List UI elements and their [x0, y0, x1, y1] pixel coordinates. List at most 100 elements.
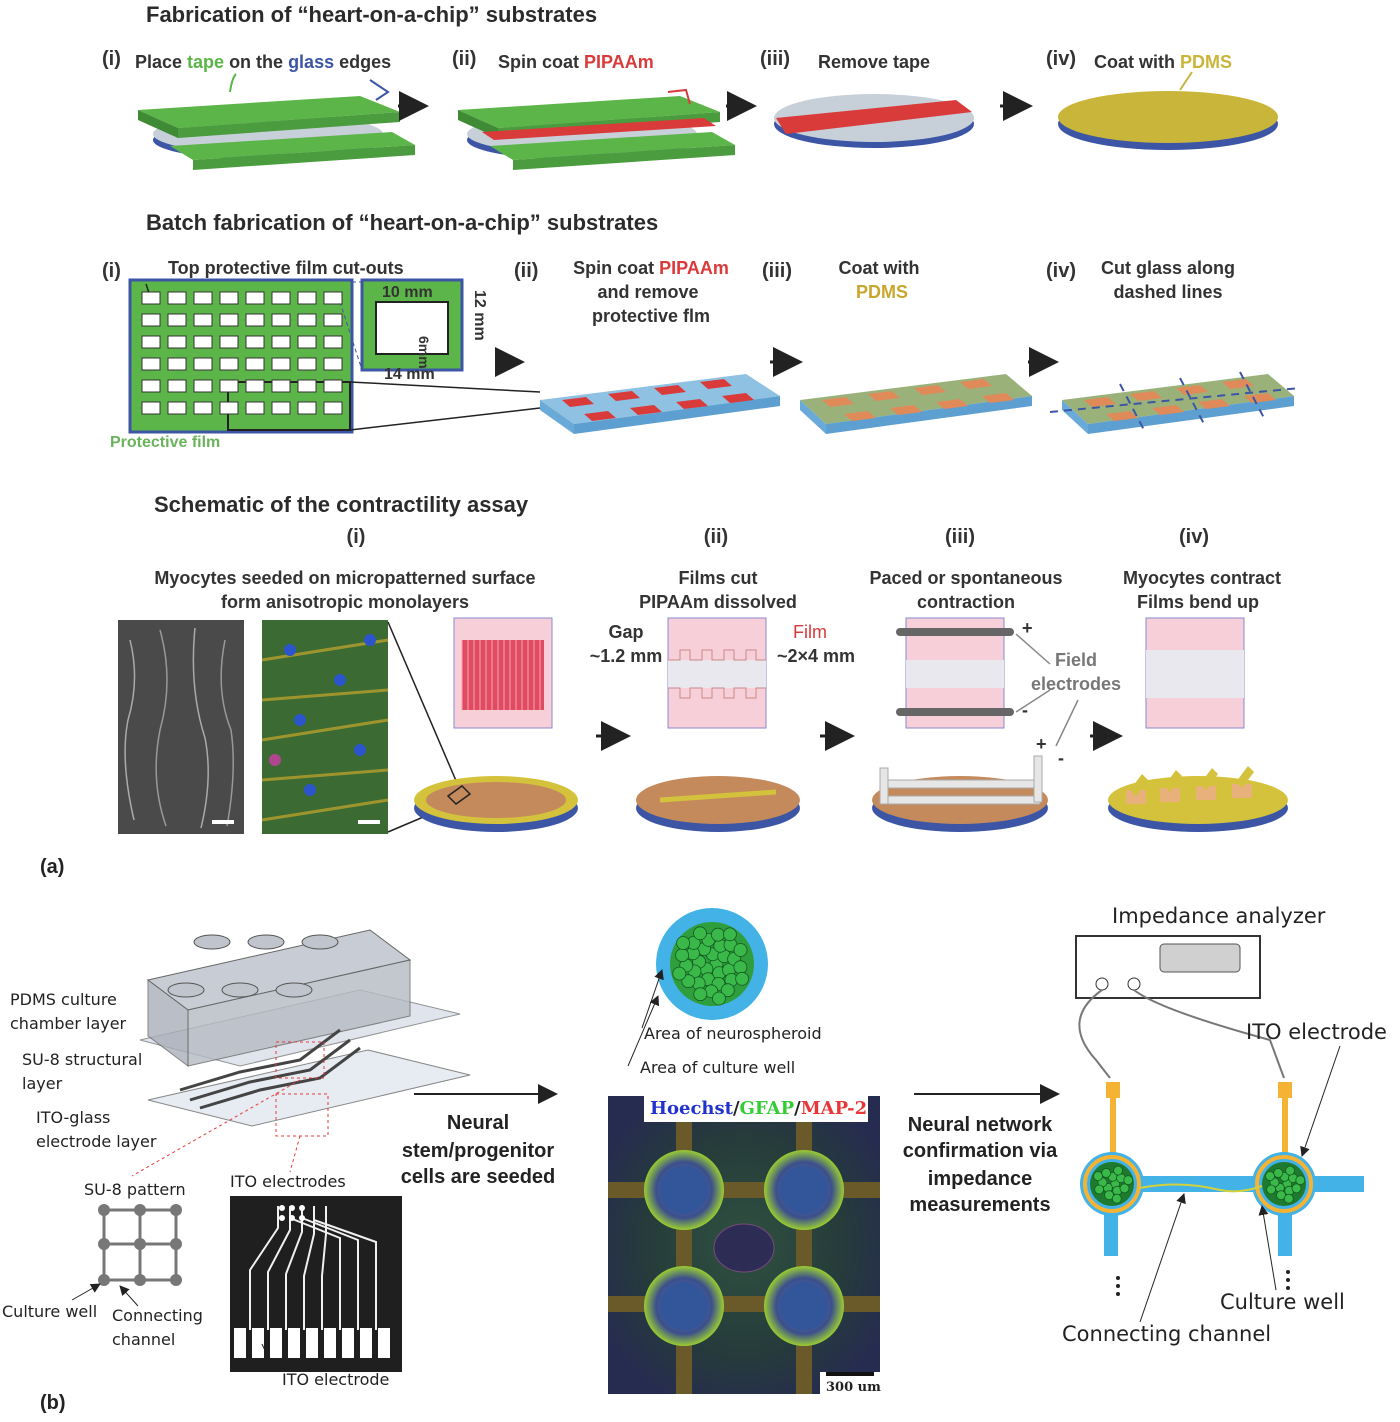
row2-film-grid — [128, 278, 541, 434]
row1-step3-number: (iii) — [760, 48, 790, 70]
row3-step1-line1: Myocytes seeded on micropatterned surfac… — [154, 568, 536, 588]
cell-blob — [693, 926, 707, 941]
cutout-cell — [271, 313, 291, 327]
protective-film-label: Protective film — [110, 434, 221, 451]
row3-step2-line1: Films cut — [678, 568, 758, 588]
cell-blob — [1265, 1171, 1275, 1181]
cutout-cell — [193, 313, 213, 327]
cutouts-label: Top protective film cut-outs — [168, 258, 404, 278]
cutout-cell — [245, 379, 265, 393]
cutout-cell — [193, 357, 213, 371]
row3-title: Schematic of the contractility assay — [154, 492, 529, 517]
cutout-cell — [323, 313, 343, 327]
cutout-cell — [141, 335, 161, 349]
dim-12mm: 12 mm — [471, 290, 488, 341]
panel-b-device-stack — [131, 929, 471, 1177]
cutout-cell — [167, 335, 187, 349]
area-neurospheroid-label: Area of neurospheroid — [644, 1024, 822, 1043]
row1-step1-label: Place tape on the glass edges — [135, 52, 392, 72]
impedance-analyzer-label: Impedance analyzer — [1112, 904, 1326, 928]
pdms-layer-label-line1: PDMS culture — [10, 990, 117, 1009]
cutout-cell — [323, 357, 343, 371]
row3-micrographs — [118, 620, 461, 834]
cell-blob — [1283, 1193, 1294, 1204]
cell-blob — [1266, 1184, 1276, 1195]
cutout-cell — [271, 379, 291, 393]
row3-step2-film — [636, 617, 800, 832]
cutout-cell — [219, 291, 239, 305]
cutout-cell — [297, 313, 317, 327]
row2-step3-slide — [800, 374, 1032, 434]
row3-step3-line1: Paced or spontaneous — [869, 568, 1063, 588]
row2-step2-line3: protective flm — [591, 306, 711, 326]
ito-layer-label-line1: ITO-glass — [36, 1108, 111, 1127]
cell-blob — [733, 960, 748, 975]
cutout-cell — [167, 313, 187, 327]
row2-step3-line1: Coat with — [838, 258, 920, 278]
panel-a-label: (a) — [40, 856, 65, 878]
plus-sign-bottom: + — [1036, 734, 1047, 754]
cutout-cell — [271, 357, 291, 371]
impedance-setup — [1075, 935, 1364, 1323]
row2-step2-number: (ii) — [514, 260, 539, 282]
cutout-cell — [141, 291, 161, 305]
cutout-cell — [141, 357, 161, 371]
film-label-line2: ~2×4 mm — [776, 646, 856, 666]
minus-sign-bottom: - — [1058, 748, 1064, 768]
row2-step4-number: (iv) — [1046, 260, 1076, 282]
row3-step1-film — [414, 617, 578, 832]
cell-blob — [712, 991, 726, 1006]
cell-blob — [1094, 1184, 1104, 1195]
su8-layer-label-line1: SU-8 structural — [22, 1050, 143, 1069]
ito-electrodes-label: ITO electrodes — [230, 1172, 346, 1191]
row2-step4-line1: Cut glass along — [1100, 258, 1236, 278]
cutout-cell — [141, 401, 161, 415]
field-electrodes-line2: electrodes — [1030, 674, 1122, 694]
cutout-cell — [271, 335, 291, 349]
cell-blob — [1295, 1175, 1306, 1186]
row3-step4-line1: Myocytes contract — [1122, 568, 1282, 588]
row1-step1-illustration — [138, 73, 415, 170]
fluorescence-micrograph — [608, 1096, 880, 1396]
cell-blob — [711, 927, 725, 942]
cutout-cell — [219, 401, 239, 415]
row2-cutout-cells — [141, 291, 343, 415]
connecting-channel-right-label: Connecting channel — [1062, 1322, 1272, 1346]
minus-sign-top: - — [1022, 700, 1028, 720]
cutout-cell — [193, 379, 213, 393]
neurospheroid-schematic — [627, 908, 768, 1067]
culture-well-right-label: Culture well — [1220, 1290, 1345, 1314]
film-label-line1: Film — [793, 622, 827, 642]
row2-step3-number: (iii) — [762, 260, 792, 282]
ito-electrode-label: ITO electrode — [282, 1370, 390, 1389]
cell-blob — [1119, 1183, 1130, 1194]
cell-blob — [1113, 1165, 1123, 1176]
confirmation-label-line3: impedance — [927, 1168, 1033, 1190]
cell-blob — [723, 927, 737, 942]
dim-14mm: 14 mm — [384, 366, 435, 383]
cutout-cell — [167, 401, 187, 415]
cutout-cell — [245, 335, 265, 349]
cutout-cell — [245, 357, 265, 371]
row2-title: Batch fabrication of “heart-on-a-chip” s… — [146, 210, 659, 235]
culture-well-label: Culture well — [2, 1302, 98, 1321]
cutout-cell — [219, 357, 239, 371]
plus-sign-top: + — [1022, 618, 1033, 638]
row1-step3-illustration — [774, 94, 974, 148]
row3-step1-line2: form anisotropic monolayers — [220, 592, 470, 612]
confirmation-label-line2: confirmation via — [902, 1140, 1058, 1162]
cutout-cell — [141, 379, 161, 393]
su8-layer-label-line2: layer — [22, 1074, 63, 1093]
row3-step4-number: (iv) — [1179, 526, 1209, 548]
row1-step4-label: Coat with PDMS — [1094, 52, 1233, 72]
cutout-cell — [297, 379, 317, 393]
ito-electrode-right-label: ITO electrode — [1246, 1020, 1387, 1044]
row2-step2-line2: and remove — [597, 282, 699, 302]
row1-title: Fabrication of “heart-on-a-chip” substra… — [146, 2, 598, 27]
row1-step3-label: Remove tape — [818, 52, 931, 72]
cutout-cell — [323, 379, 343, 393]
cutout-cell — [193, 335, 213, 349]
row1-step2-illustration — [458, 88, 735, 170]
cutout-cell — [297, 357, 317, 371]
